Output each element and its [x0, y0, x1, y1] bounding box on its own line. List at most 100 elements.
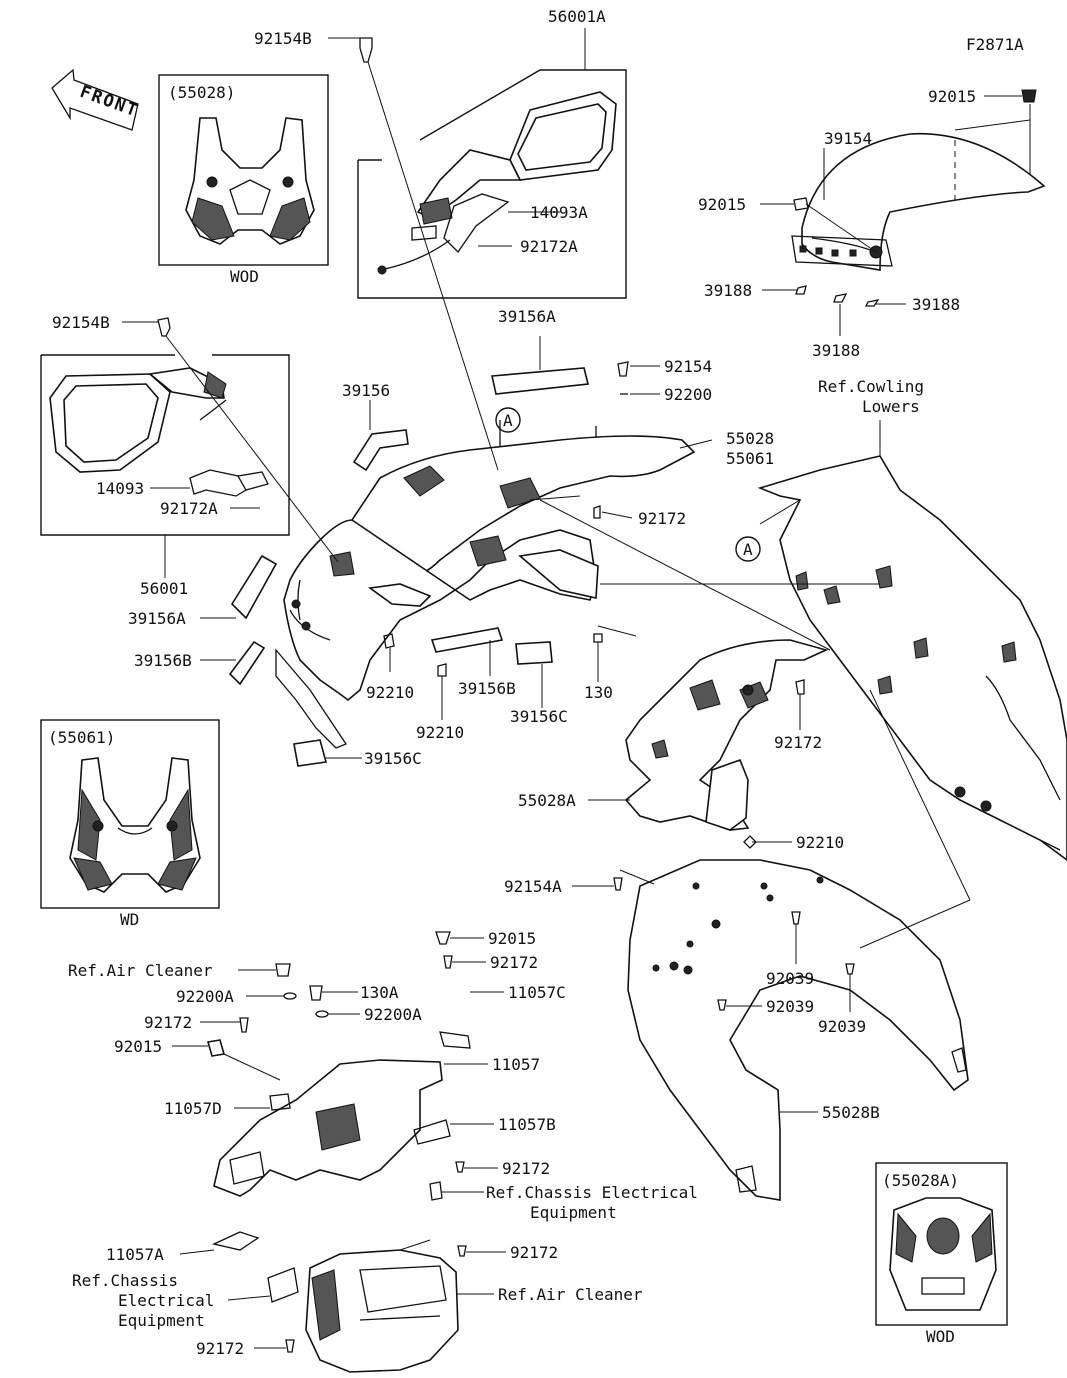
pad-39156b-mid	[430, 627, 504, 653]
label-92172-right: 92172	[774, 733, 822, 752]
label-55028b: 55028B	[822, 1103, 880, 1122]
air-cleaner-ref	[305, 1249, 459, 1373]
label-ref-chassis-1a: Ref.Chassis Electrical	[486, 1183, 698, 1202]
label-14093: 14093	[96, 479, 144, 498]
screw-92172-low3	[455, 1161, 465, 1173]
washer-92200a-b	[315, 1010, 329, 1018]
upper-cowl-wd-thumbnail	[69, 757, 201, 893]
label-92172-low2: 92172	[144, 1013, 192, 1032]
pad-39156c-low	[293, 739, 328, 767]
mirror-left-icon	[49, 367, 269, 497]
nut-130	[593, 633, 603, 643]
ref-circle-a-1-label: A	[503, 411, 513, 430]
inner-cover-55028b	[627, 859, 969, 1201]
pad-39156c-mid	[515, 641, 553, 665]
label-92154: 92154	[664, 357, 712, 376]
label-39188-bottom: 39188	[812, 341, 860, 360]
label-ref-chassis-2a: Ref.Chassis	[72, 1271, 178, 1290]
chassis-electrical-clip	[267, 1267, 299, 1303]
bolt-92154b-left	[157, 317, 171, 337]
pad-39156a-top	[491, 367, 589, 395]
label-39156b-mid: 39156B	[458, 679, 516, 698]
inset-55061-wd: (55061) WD	[40, 719, 220, 929]
label-92154a: 92154A	[504, 877, 562, 896]
label-92172a-top: 92172A	[520, 237, 578, 256]
label-ref-cowling-a: Ref.Cowling	[818, 377, 924, 396]
label-92015-low2: 92015	[114, 1037, 162, 1056]
figure-code: F2871A	[966, 35, 1024, 54]
mirror-right-icon	[377, 91, 617, 275]
inset-55028-wod: (55028) WOD	[158, 74, 329, 286]
inner-cowl-55028a	[624, 639, 829, 849]
screw-92172-mid	[593, 505, 601, 519]
screw-92172-low4	[457, 1245, 467, 1257]
upper-cowl-55028	[275, 420, 696, 749]
label-92015-mid: 92015	[698, 195, 746, 214]
label-11057c: 11057C	[508, 983, 566, 1002]
label-92172-mid: 92172	[638, 509, 686, 528]
ref-circle-a-2: A	[735, 536, 761, 562]
label-92172-low1: 92172	[490, 953, 538, 972]
label-92172-bottom: 92172	[196, 1339, 244, 1358]
inset-55028a-caption: WOD	[926, 1327, 955, 1346]
front-arrow-label: FRONT	[77, 82, 141, 122]
inset-55028-title: (55028)	[168, 83, 235, 102]
label-92015-top: 92015	[928, 87, 976, 106]
label-130: 130	[584, 683, 613, 702]
screw-92039-b	[717, 999, 727, 1011]
pad-39156	[352, 429, 409, 472]
label-92200a-b: 92200A	[364, 1005, 422, 1024]
label-11057d: 11057D	[164, 1099, 222, 1118]
foam-pads	[228, 367, 589, 767]
label-11057a: 11057A	[106, 1245, 164, 1264]
inset-55028-caption: WOD	[230, 267, 259, 286]
label-56001: 56001	[140, 579, 188, 598]
leader-lines	[122, 37, 1022, 1349]
label-55061: 55061	[726, 449, 774, 468]
label-39154: 39154	[824, 129, 872, 148]
label-ref-chassis-1b: Equipment	[530, 1203, 617, 1222]
screw-92039-c	[845, 963, 855, 975]
bracket-11057	[212, 1031, 471, 1251]
washer-92200a	[283, 992, 297, 1000]
label-130a: 130A	[360, 983, 399, 1002]
part-labels: 56001A 92154B 14093A 92172A 92015 39154 …	[52, 7, 976, 1358]
label-92172-low4: 92172	[510, 1243, 558, 1262]
label-14093a: 14093A	[530, 203, 588, 222]
label-ref-chassis-2c: Equipment	[118, 1311, 205, 1330]
label-39156: 39156	[342, 381, 390, 400]
label-ref-air-cleaner-bot: Ref.Air Cleaner	[498, 1285, 643, 1304]
label-39156b-left: 39156B	[134, 651, 192, 670]
bolt-92154a	[613, 877, 623, 891]
windshield-39154	[791, 89, 1046, 307]
label-92210-b: 92210	[416, 723, 464, 742]
inset-55061-title: (55061)	[48, 728, 115, 747]
inner-cowl-wod-thumbnail	[889, 1197, 997, 1311]
ref-circle-a-1: A	[495, 407, 521, 433]
mirror-56001a-group	[357, 28, 627, 299]
label-55028a: 55028A	[518, 791, 576, 810]
label-92172a-left: 92172A	[160, 499, 218, 518]
screw-92172-low2	[239, 1017, 249, 1033]
label-92039-a: 92039	[766, 969, 814, 988]
label-39156c-low: 39156C	[364, 749, 422, 768]
rivet-92015-low	[435, 931, 451, 945]
inset-55028a-wod: (55028A) WOD	[875, 1162, 1008, 1346]
bolt-130a	[309, 985, 323, 1001]
bolt-92154b-top	[359, 37, 373, 63]
pad-39156b-left	[228, 640, 266, 686]
label-92210-a: 92210	[366, 683, 414, 702]
screw-92172-right	[795, 679, 805, 695]
label-92210-c: 92210	[796, 833, 844, 852]
ref-circle-a-2-label: A	[743, 540, 753, 559]
label-92154b-top: 92154B	[254, 29, 312, 48]
screw-92172-bottom	[285, 1339, 295, 1353]
bolt-ref-air-cleaner	[275, 963, 291, 977]
rivet-92015-low2	[206, 1039, 226, 1057]
label-92154b-left: 92154B	[52, 313, 110, 332]
pad-39156a-left	[230, 554, 278, 620]
inset-55061-caption: WD	[120, 910, 139, 929]
upper-cowl-wod-thumbnail	[185, 117, 315, 245]
cowling-lowers-ref	[757, 455, 1067, 861]
